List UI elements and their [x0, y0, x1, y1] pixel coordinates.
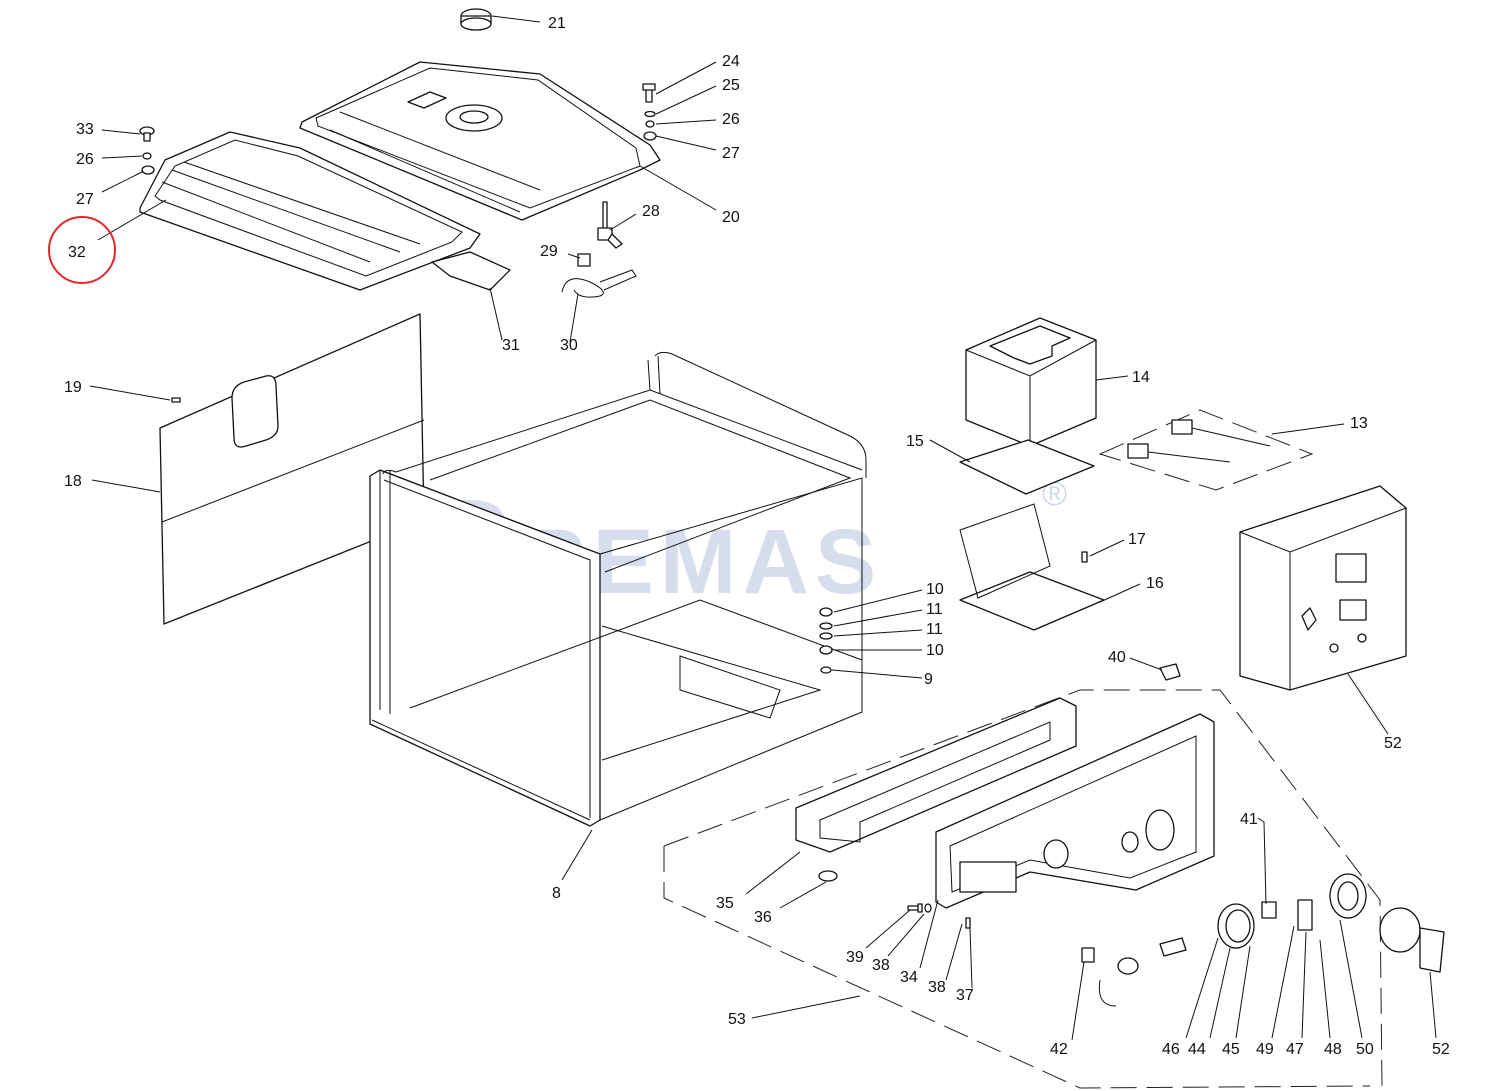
callout-label: 24 [722, 53, 740, 70]
callout-label: 34 [900, 969, 918, 986]
cable-clamp-part [1159, 663, 1181, 681]
bolt-24-part [642, 83, 656, 103]
callout-label: 11 [926, 621, 943, 638]
battery-part [965, 317, 1097, 447]
callout-label: 49 [1256, 1041, 1274, 1058]
screw-37-part [965, 917, 971, 929]
callout-label: 53 [728, 1011, 746, 1028]
washer-9-part [820, 666, 832, 674]
callout-label: 41 [1240, 811, 1258, 828]
fuel-hose-part [561, 269, 637, 298]
callout-label: 42 [1050, 1041, 1068, 1058]
callout-label: 30 [560, 337, 578, 354]
washer-11-part [819, 622, 833, 630]
callout-label: 11 [926, 601, 943, 618]
callout-label: 20 [722, 209, 740, 226]
panel-bolt-part [171, 397, 181, 403]
callout-label: 15 [906, 433, 924, 450]
tank-bracket-part [431, 251, 511, 291]
panel-frame-part [795, 697, 1215, 909]
callout-label-highlighted: 32 [68, 244, 86, 261]
callout-label: 37 [956, 987, 974, 1004]
tank-cover-part [139, 131, 481, 291]
callout-label: 25 [722, 77, 740, 94]
washer-26-part [645, 120, 655, 128]
callout-label: 16 [1146, 575, 1164, 592]
callout-label: 17 [1128, 531, 1146, 548]
fuel-valve-part [597, 201, 623, 249]
frame-part [369, 351, 867, 827]
connector-part [1159, 937, 1187, 957]
callout-label: 38 [872, 957, 890, 974]
callout-label: 38 [928, 979, 946, 996]
socket-50-part [1329, 873, 1367, 919]
callout-label: 10 [926, 581, 944, 598]
callout-label: 33 [76, 121, 94, 138]
callout-label: 46 [1162, 1041, 1180, 1058]
breaker-41-part [1261, 901, 1277, 919]
callout-label: 8 [552, 885, 561, 902]
tray-bolt-part [1081, 551, 1088, 563]
callout-labels: 21 24 25 26 27 20 28 33 26 27 32 29 30 3… [64, 15, 1450, 1058]
callout-label: 52 [1432, 1041, 1450, 1058]
battery-cables-part [1098, 409, 1314, 491]
callout-label: 13 [1350, 415, 1368, 432]
callout-label: 50 [1356, 1041, 1374, 1058]
highlight-circle [48, 216, 116, 284]
battery-pad-part [959, 439, 1095, 495]
washer-11b-part [819, 632, 833, 640]
callout-label: 36 [754, 909, 772, 926]
callout-label: 9 [924, 671, 933, 688]
callout-label: 27 [722, 145, 740, 162]
callout-label: 45 [1222, 1041, 1240, 1058]
switch-42-part [1081, 947, 1139, 1007]
callout-label: 27 [76, 191, 94, 208]
callout-label: 48 [1324, 1041, 1342, 1058]
callout-label: 52 [1384, 735, 1402, 752]
hose-clamp-part [577, 253, 591, 267]
grommet-27b-part [141, 165, 155, 175]
control-box-part [1239, 485, 1407, 691]
callout-label: 26 [722, 111, 740, 128]
grommet-27-part [643, 131, 657, 141]
callout-label: 29 [540, 243, 558, 260]
nut-10b-part [819, 645, 833, 655]
callout-label: 21 [548, 15, 566, 32]
socket-52-part [1379, 907, 1445, 973]
washer-38-part [924, 903, 932, 913]
battery-tray-part [959, 503, 1105, 631]
callout-label: 39 [846, 949, 864, 966]
meter-44-part [1217, 903, 1255, 949]
washer-26b-part [142, 152, 152, 160]
assembly-dashed-outline [663, 689, 1383, 1089]
callout-label: 10 [926, 642, 944, 659]
nut-10-part [819, 607, 833, 617]
callout-label: 19 [64, 379, 82, 396]
callout-label: 44 [1188, 1041, 1206, 1058]
callout-label: 31 [502, 337, 520, 354]
callout-label: 26 [76, 151, 94, 168]
leader-lines [89, 15, 1437, 1041]
callout-label: 35 [716, 895, 734, 912]
callout-label: 40 [1108, 649, 1126, 666]
fuel-cap-part [460, 8, 492, 31]
grommet-36-part [818, 870, 838, 882]
callout-label: 14 [1132, 369, 1150, 386]
switch-47-part [1297, 899, 1313, 931]
screw-39-part [907, 903, 923, 913]
callout-label: 18 [64, 473, 82, 490]
callout-label: 47 [1286, 1041, 1304, 1058]
callout-label: 28 [642, 203, 660, 220]
fuel-tank-part [299, 61, 661, 221]
washer-25-part [644, 110, 656, 118]
knob-33-part [139, 126, 155, 142]
